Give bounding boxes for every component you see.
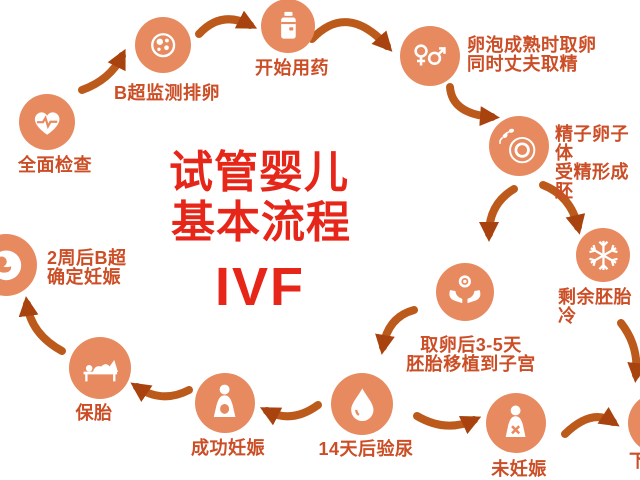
male-female-icon: [414, 44, 447, 66]
bed-rest-icon: [83, 359, 118, 382]
arrow-transfer-to-urine-test: [375, 306, 418, 355]
step-node-fertilization: [489, 116, 549, 176]
arrow-checkup-to-ultrasound: [78, 48, 126, 94]
step-label-confirm-pregnancy: 2周后B超 确定妊娠: [47, 248, 127, 287]
next-cycle-icon: [636, 401, 640, 444]
arrow-pregnant-to-bed-rest: [130, 382, 193, 403]
diagram-title-line1: 试管婴儿: [169, 148, 349, 197]
arrow-bed-rest-to-confirm: [18, 296, 66, 355]
step-node-checkup: [19, 94, 75, 150]
step-label-urine-test: 14天后验尿: [318, 439, 414, 459]
arrow-fertilization-to-transfer: [479, 185, 518, 242]
droplet-icon: [350, 388, 374, 421]
step-node-embryo-transfer: [436, 263, 494, 321]
follicle-monitor-icon: [150, 32, 176, 58]
heart-pulse-icon: [34, 112, 60, 135]
fetus-icon: [0, 250, 21, 280]
arrow-fertilization-to-freeze: [539, 181, 586, 235]
step-label-not-pregnant: 未妊娠: [491, 459, 547, 479]
arrow-retrieval-to-fertilization: [446, 83, 500, 127]
step-node-pregnant: [195, 373, 255, 433]
arrow-medication-to-retrieval: [308, 18, 393, 52]
step-node-ultrasound: [135, 17, 191, 73]
pregnant-icon: [214, 385, 236, 418]
step-node-not-pregnant: [486, 393, 546, 453]
step-label-egg-retrieval: 卵泡成熟时取卵 同时丈夫取精: [467, 35, 597, 74]
step-node-urine-test: [331, 373, 393, 435]
step-node-medication: [261, 0, 315, 53]
arrow-freeze-to-next-cycle: [617, 319, 640, 383]
step-node-egg-retrieval: [400, 26, 460, 86]
not-pregnant-icon: [506, 405, 526, 438]
step-label-medication: 开始用药: [255, 58, 329, 78]
step-node-embryo-freeze: [576, 228, 630, 282]
arrow-urine-test-to-not-pregnant: [413, 412, 482, 435]
step-node-bed-rest: [69, 337, 131, 399]
step-label-fertilization: 精子卵子体 受精形成胚: [555, 124, 629, 201]
step-label-bed-rest: 保胎: [75, 403, 113, 423]
sperm-egg-icon: [499, 129, 536, 164]
step-label-embryo-freeze: 剩余胚胎冷: [558, 287, 632, 326]
medicine-bottle-icon: [280, 11, 296, 39]
diagram-title-line2: 基本流程: [171, 198, 351, 247]
arrow-not-pregnant-to-next-cycle: [561, 407, 620, 438]
arrow-urine-test-to-pregnant: [259, 401, 322, 426]
snowflake-icon: [588, 240, 618, 270]
arrow-ultrasound-to-medication: [195, 10, 258, 38]
hands-embryo-icon: [449, 275, 481, 304]
step-label-checkup: 全面检查: [18, 155, 92, 175]
step-label-embryo-transfer: 取卵后3-5天 胚胎移植到子宫: [406, 335, 536, 374]
step-label-pregnant: 成功妊娠: [191, 438, 265, 458]
diagram-title-ivf: IVF: [214, 257, 306, 317]
step-label-ultrasound: B超监测排卵: [114, 83, 220, 103]
step-label-next-cycle: 下: [629, 451, 640, 471]
